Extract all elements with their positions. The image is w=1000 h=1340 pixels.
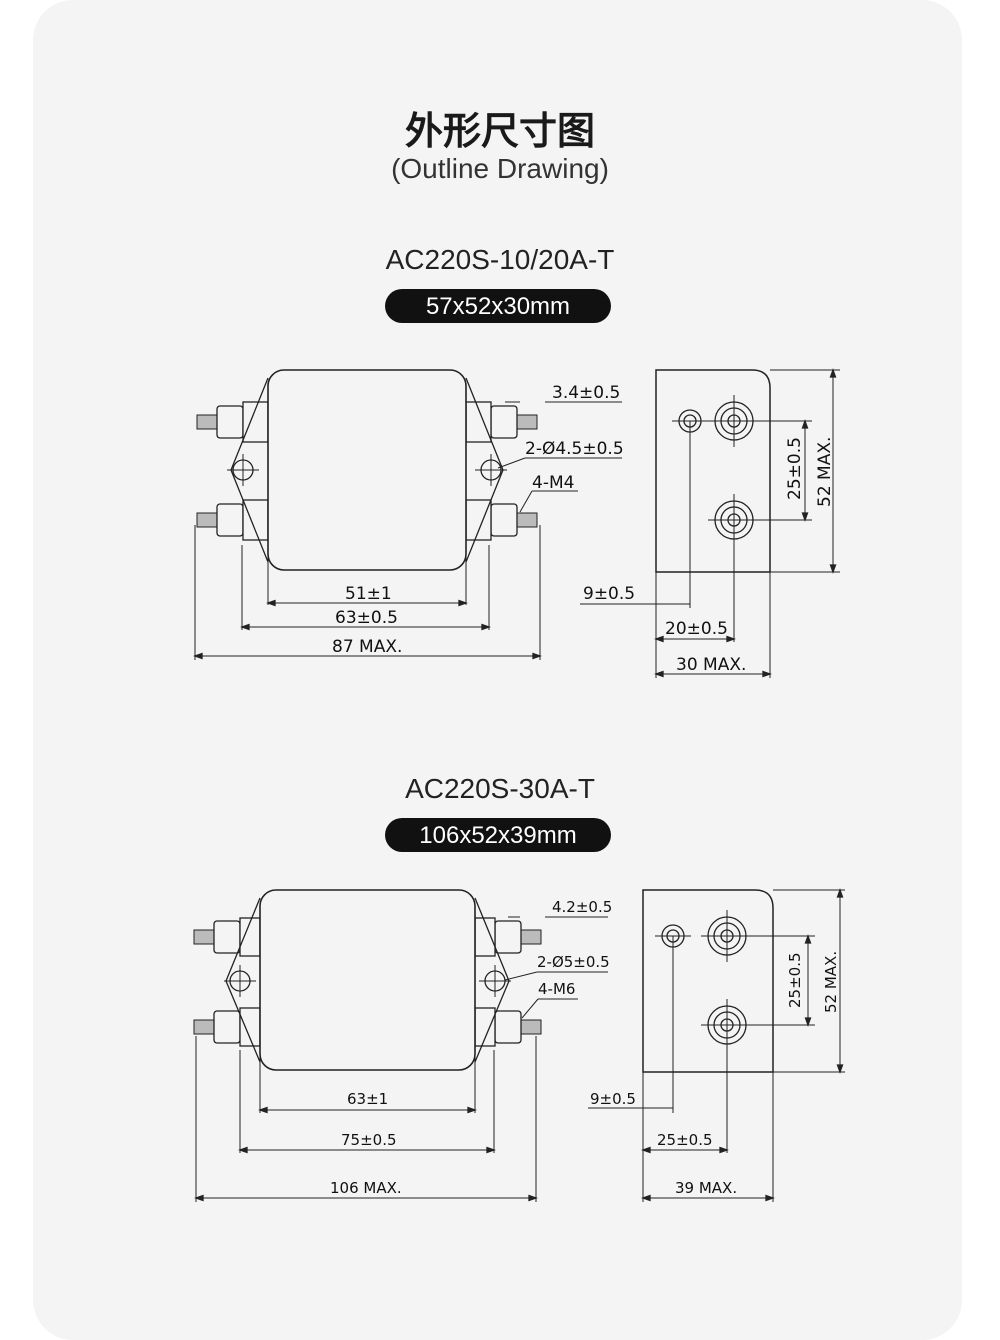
- dim-side-spacing: 25±0.5: [657, 1131, 713, 1149]
- threaded-stud-icon: [196, 512, 218, 528]
- ground-stud-icon: [661, 924, 685, 948]
- threaded-stud-icon: [520, 929, 542, 945]
- dim-overall-width: 87 MAX.: [332, 637, 402, 657]
- terminal-nut: [490, 503, 518, 537]
- content-card: [33, 0, 962, 1340]
- side-view-outline: [642, 889, 774, 1073]
- terminal-nut: [490, 405, 518, 439]
- dim-depth: 30 MAX.: [676, 655, 746, 675]
- terminal-stud-icon: [727, 414, 741, 428]
- terminal-block: [242, 499, 269, 541]
- dim-mount-holes: 2-Ø4.5±0.5: [525, 439, 624, 459]
- mounting-hole-icon: [232, 459, 254, 481]
- terminal-stud-icon: [707, 916, 747, 956]
- model-name-1: AC220S-10/20A-T: [385, 244, 615, 275]
- terminal-stud-icon: [720, 506, 748, 534]
- mounting-ear-right: [474, 897, 510, 1063]
- threaded-stud-icon: [193, 929, 215, 945]
- threaded-stud-icon: [520, 1019, 542, 1035]
- mounting-hole-icon: [229, 970, 251, 992]
- terminal-stud-icon: [720, 407, 748, 435]
- terminal-stud-icon: [713, 1011, 741, 1039]
- terminal-stud-icon: [707, 1005, 747, 1045]
- dim-height: 52 MAX.: [815, 437, 835, 507]
- leader: [521, 998, 539, 1019]
- ground-stud-icon: [678, 409, 702, 433]
- dim-mount-spacing: 75±0.5: [341, 1131, 397, 1149]
- terminal-stud-icon: [714, 401, 754, 441]
- threaded-stud-icon: [516, 414, 538, 430]
- page-subtitle: (Outline Drawing): [391, 153, 609, 184]
- model-name-2: AC220S-30A-T: [405, 773, 595, 804]
- dim-overall-width: 106 MAX.: [330, 1179, 402, 1197]
- terminal-nut: [213, 920, 241, 954]
- dim-vertical-spacing: 25±0.5: [785, 437, 805, 500]
- filter-body: [267, 369, 467, 571]
- ground-stud-icon: [666, 929, 680, 943]
- size-badge-1: 57x52x30mm: [385, 289, 611, 323]
- terminal-nut: [216, 503, 244, 537]
- mounting-ear-left: [230, 377, 269, 563]
- dim-side-offset: 9±0.5: [590, 1090, 636, 1108]
- terminal-block: [474, 1007, 496, 1047]
- terminal-stud-icon: [720, 929, 734, 943]
- dim-inner-width: 51±1: [345, 584, 392, 604]
- terminal-nut: [494, 1010, 522, 1044]
- leader: [519, 490, 533, 513]
- leader: [504, 971, 538, 981]
- size-badge-2: 106x52x39mm: [385, 818, 611, 852]
- terminal-block: [239, 1007, 261, 1047]
- dim-side-offset: 9±0.5: [583, 584, 635, 604]
- terminal-nut: [213, 1010, 241, 1044]
- threaded-stud-icon: [516, 512, 538, 528]
- terminal-stud-icon: [727, 513, 741, 527]
- mounting-ear-left: [225, 897, 261, 1063]
- dim-thread: 4-M6: [538, 980, 575, 998]
- leader: [497, 457, 526, 469]
- terminal-stud-icon: [720, 1018, 734, 1032]
- page-title: 外形尺寸图: [404, 109, 595, 153]
- terminal-nut: [216, 405, 244, 439]
- terminal-stud-icon: [714, 500, 754, 540]
- dim-inner-width: 63±1: [347, 1090, 388, 1108]
- dim-side-spacing: 20±0.5: [665, 619, 728, 639]
- dim-thread: 4-M4: [532, 473, 574, 493]
- threaded-stud-icon: [193, 1019, 215, 1035]
- dim-mount-holes: 2-Ø5±0.5: [537, 953, 610, 971]
- dim-height: 52 MAX.: [822, 951, 840, 1013]
- terminal-block: [465, 499, 492, 541]
- dim-mount-spacing: 63±0.5: [335, 608, 398, 628]
- dim-stud-length: 4.2±0.5: [552, 898, 612, 916]
- dim-depth: 39 MAX.: [675, 1179, 737, 1197]
- filter-body: [259, 889, 476, 1071]
- ground-stud-icon: [683, 414, 697, 428]
- terminal-nut: [494, 920, 522, 954]
- mounting-hole-icon: [480, 459, 502, 481]
- terminal-stud-icon: [713, 922, 741, 950]
- mounting-ear-right: [465, 377, 504, 563]
- side-view-outline: [655, 369, 771, 573]
- threaded-stud-icon: [196, 414, 218, 430]
- drawing-model-1: 3.4±0.5 2-Ø4.5±0.5 4-M4 51±1 63±0.5 87 M…: [193, 368, 840, 678]
- mounting-hole-icon: [484, 970, 506, 992]
- dim-vertical-spacing: 25±0.5: [786, 952, 804, 1008]
- drawing-model-2: 4.2±0.5 2-Ø5±0.5 4-M6 63±1 75±0.5 106 MA…: [193, 888, 845, 1202]
- dim-stud-length: 3.4±0.5: [552, 383, 620, 403]
